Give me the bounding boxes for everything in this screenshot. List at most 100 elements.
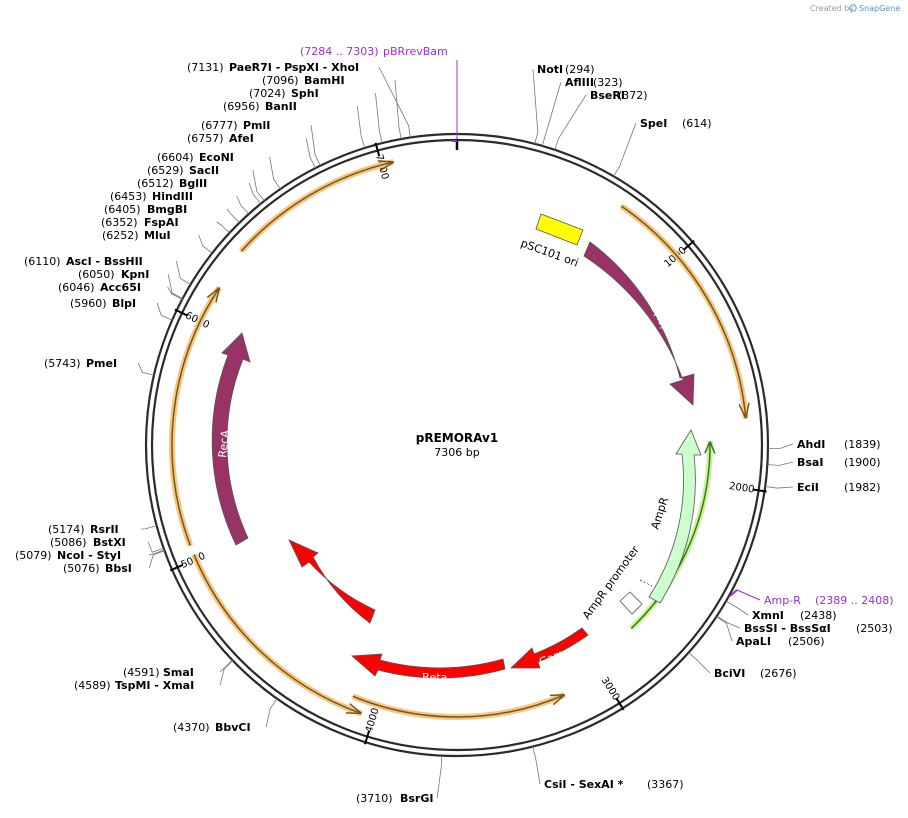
site-name[interactable]: PaeR7I - PspXI - XhoI — [229, 61, 359, 74]
orf-arc-ampr[interactable] — [630, 441, 711, 630]
feature-beta-label: Beta — [422, 671, 447, 684]
orf-arc[interactable] — [352, 694, 565, 718]
site-leader — [716, 616, 733, 642]
site-name[interactable]: BsaI — [797, 456, 823, 469]
site-name[interactable]: KpnI — [121, 268, 149, 281]
site-position: (6777) — [201, 119, 238, 132]
site-position: (4591) — [123, 666, 160, 679]
tick-mark — [364, 730, 371, 745]
site-position: (5086) — [50, 536, 87, 549]
orf-arc[interactable] — [193, 554, 362, 715]
feature-psc101-ori[interactable] — [535, 213, 584, 246]
site-position: (7096) — [262, 74, 299, 87]
plasmid-name: pREMORAv1 — [416, 431, 498, 445]
site-leader — [716, 615, 741, 629]
site-name[interactable]: BlpI — [112, 297, 136, 310]
site-name[interactable]: BbvCI — [215, 721, 251, 734]
site-leader — [767, 461, 794, 466]
site-name[interactable]: NotI — [537, 63, 563, 76]
site-name[interactable]: BssSI - BssSαI — [744, 622, 831, 635]
site-leader — [167, 286, 183, 300]
tick-mark — [615, 697, 625, 711]
backbone-outer-strand — [144, 132, 770, 758]
primer-ampr-name[interactable]: Amp-R — [764, 594, 801, 607]
site-name[interactable]: MluI — [144, 229, 171, 242]
site-name[interactable]: ApaLI — [736, 635, 771, 648]
site-position: (6512) — [137, 177, 174, 190]
site-position: (614) — [682, 117, 712, 130]
site-leader — [725, 600, 749, 616]
primer-ampr-mark[interactable] — [729, 589, 738, 597]
orf-arrows — [169, 159, 750, 720]
site-name[interactable]: BglII — [179, 177, 207, 190]
site-position: (5960) — [70, 297, 107, 310]
site-name[interactable]: EcoNI — [199, 151, 234, 164]
site-leader — [216, 221, 230, 234]
site-name[interactable]: HindIII — [152, 190, 193, 203]
site-name[interactable]: PmeI — [86, 357, 117, 370]
site-leader — [765, 486, 794, 489]
site-name[interactable]: TspMI - XmaI — [115, 679, 194, 692]
tick-mark — [174, 308, 188, 317]
site-leader — [141, 525, 157, 530]
site-name[interactable]: BamHI — [304, 74, 345, 87]
orf-arc[interactable] — [171, 287, 221, 546]
tick-mark — [169, 563, 184, 572]
primer-pbrrevbam-name[interactable]: pBRrevBam — [383, 45, 448, 58]
feature-beta[interactable] — [351, 653, 506, 679]
feature-ampr-promoter[interactable] — [619, 591, 643, 615]
orf-arc[interactable] — [620, 205, 747, 419]
site-position: (6050) — [78, 268, 115, 281]
tick-label: 4000 — [364, 707, 382, 735]
site-name[interactable]: BmgBI — [147, 203, 187, 216]
site-leader — [198, 234, 213, 254]
site-name[interactable]: RsrII — [90, 523, 119, 536]
site-position: (6604) — [157, 151, 194, 164]
site-name[interactable]: CsiI - SexAI * — [544, 778, 624, 791]
site-name[interactable]: BseRI — [590, 89, 625, 102]
feature-exo[interactable] — [288, 539, 376, 624]
feature-ampr[interactable] — [639, 429, 702, 604]
plasmid-size: 7306 bp — [434, 446, 479, 459]
site-name[interactable]: XmnI — [752, 609, 784, 622]
orf-arrowhead — [345, 703, 363, 715]
site-position: (323) — [593, 76, 623, 89]
feature-exo-label: Exo — [314, 576, 338, 599]
site-name[interactable]: EciI — [797, 481, 819, 494]
site-name[interactable]: Acc65I — [100, 281, 141, 294]
feature-reca[interactable] — [211, 332, 251, 546]
site-position: (7024) — [249, 87, 286, 100]
tick-label: 2000 — [728, 481, 755, 496]
site-name[interactable]: BsrGI — [400, 792, 433, 805]
site-name[interactable]: FspAI — [144, 216, 179, 229]
site-name[interactable]: SmaI — [163, 666, 194, 679]
site-name[interactable]: SphI — [291, 87, 319, 100]
site-name[interactable]: SpeI — [640, 117, 667, 130]
feature-rep101ts[interactable] — [583, 241, 695, 406]
site-name[interactable]: BbsI — [105, 562, 132, 575]
site-name[interactable]: BciVI — [714, 667, 745, 680]
orf-arc[interactable] — [240, 161, 394, 252]
credit-text: Created by — [810, 4, 854, 13]
feature-gam[interactable] — [510, 627, 589, 669]
site-leader — [305, 137, 316, 169]
site-leader — [541, 81, 562, 147]
site-name[interactable]: BanII — [265, 100, 297, 113]
site-position: (372) — [618, 89, 648, 102]
site-position: (3710) — [356, 792, 393, 805]
site-name[interactable]: AfeI — [229, 132, 254, 145]
site-name[interactable]: AhdI — [797, 438, 825, 451]
site-name[interactable]: AscI - BssHII — [66, 255, 143, 268]
tick-label: 3000 — [599, 675, 622, 702]
site-name[interactable]: NcoI - StyI — [57, 549, 121, 562]
site-leader — [554, 94, 587, 150]
site-position: (5076) — [63, 562, 100, 575]
site-name[interactable]: PmlI — [243, 119, 270, 132]
site-leader — [219, 660, 234, 686]
site-name[interactable]: BstXI — [93, 536, 126, 549]
orf-arrowhead — [206, 286, 221, 303]
backbone-inner-strand — [150, 138, 764, 752]
site-name[interactable]: AflIII — [565, 76, 594, 89]
site-name[interactable]: SacII — [189, 164, 219, 177]
primer-ampr-pos: (2389 .. 2408) — [815, 594, 894, 607]
